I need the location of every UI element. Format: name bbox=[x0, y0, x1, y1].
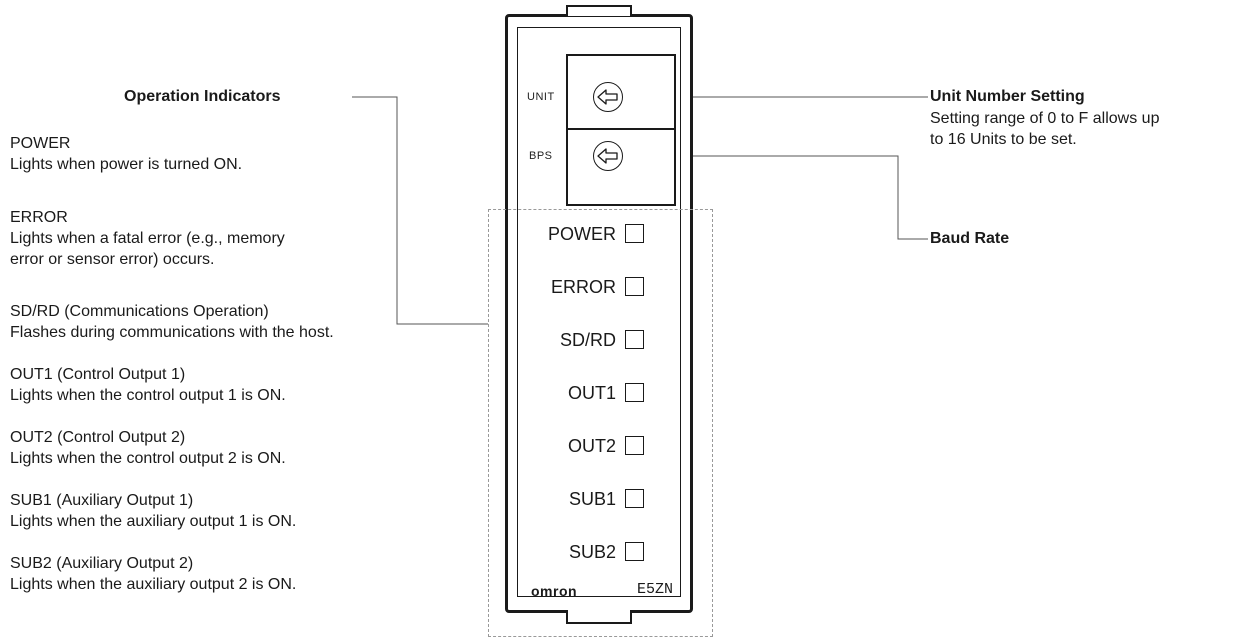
sub2-description: SUB2 (Auxiliary Output 2) Lights when th… bbox=[10, 553, 296, 595]
unit-switch-label: UNIT bbox=[527, 91, 555, 103]
led-label-out1: OUT1 bbox=[567, 383, 616, 403]
unit-number-setting-heading: Unit Number Setting bbox=[930, 88, 1085, 105]
baud-rate-heading: Baud Rate bbox=[930, 230, 1010, 247]
bps-rotary-switch[interactable] bbox=[593, 141, 623, 171]
led-out1 bbox=[625, 383, 644, 402]
rotary-switch-panel bbox=[566, 54, 676, 206]
led-label-power: POWER bbox=[547, 224, 616, 244]
indicator-desc-2: error or sensor error) occurs. bbox=[10, 251, 215, 268]
indicator-name: SD/RD (Communications Operation) bbox=[10, 303, 269, 320]
out1-description: OUT1 (Control Output 1) Lights when the … bbox=[10, 364, 286, 406]
unit-rotary-switch[interactable] bbox=[593, 82, 623, 112]
indicator-desc: Lights when the control output 2 is ON. bbox=[10, 450, 286, 467]
baud-leader-line bbox=[632, 155, 928, 240]
led-label-sdrd: SD/RD bbox=[559, 330, 616, 350]
indicator-desc: Lights when power is turned ON. bbox=[10, 156, 243, 173]
led-label-sub2: SUB2 bbox=[568, 542, 616, 562]
indicator-desc: Lights when the auxiliary output 1 is ON… bbox=[10, 513, 297, 530]
indicator-name: ERROR bbox=[10, 209, 68, 226]
indicator-name: OUT2 (Control Output 2) bbox=[10, 429, 186, 446]
led-label-out2: OUT2 bbox=[567, 436, 616, 456]
indicator-desc: Lights when the control output 1 is ON. bbox=[10, 387, 286, 404]
switch-divider bbox=[566, 128, 676, 130]
operation-indicators-heading: Operation Indicators bbox=[124, 88, 281, 105]
indicator-name: POWER bbox=[10, 135, 71, 152]
led-out2 bbox=[625, 436, 644, 455]
indicator-desc: Lights when a fatal error (e.g., memory bbox=[10, 230, 285, 247]
sdrd-description: SD/RD (Communications Operation) Flashes… bbox=[10, 301, 334, 343]
error-description: ERROR Lights when a fatal error (e.g., m… bbox=[10, 207, 285, 270]
indicator-name: OUT1 (Control Output 1) bbox=[10, 366, 186, 383]
led-label-error: ERROR bbox=[550, 277, 616, 297]
sub1-description: SUB1 (Auxiliary Output 1) Lights when th… bbox=[10, 490, 296, 532]
led-error bbox=[625, 277, 644, 296]
brand-logo: omron bbox=[531, 583, 578, 599]
led-sdrd bbox=[625, 330, 644, 349]
indicator-desc: Lights when the auxiliary output 2 is ON… bbox=[10, 576, 297, 593]
device-face bbox=[517, 27, 681, 597]
device-body bbox=[505, 14, 693, 613]
led-label-sub1: SUB1 bbox=[568, 489, 616, 509]
out2-description: OUT2 (Control Output 2) Lights when the … bbox=[10, 427, 286, 469]
device-bottom-tab bbox=[566, 610, 632, 624]
indicators-leader-line bbox=[352, 96, 488, 325]
device-top-tab bbox=[566, 5, 632, 16]
indicator-name: SUB1 (Auxiliary Output 1) bbox=[10, 492, 194, 509]
unit-setting-desc-line1: Setting range of 0 to F allows up bbox=[930, 110, 1160, 127]
led-sub2 bbox=[625, 542, 644, 561]
bps-switch-label: BPS bbox=[529, 150, 553, 162]
model-label: E5ZN bbox=[637, 581, 674, 598]
led-power bbox=[625, 224, 644, 243]
indicator-name: SUB2 (Auxiliary Output 2) bbox=[10, 555, 194, 572]
indicator-desc: Flashes during communications with the h… bbox=[10, 324, 334, 341]
indicator-region bbox=[488, 209, 713, 637]
unit-setting-desc-line2: to 16 Units to be set. bbox=[930, 131, 1077, 148]
power-description: POWER Lights when power is turned ON. bbox=[10, 133, 242, 175]
led-sub1 bbox=[625, 489, 644, 508]
arrow-left-icon bbox=[597, 148, 618, 164]
arrow-left-icon bbox=[597, 89, 618, 105]
